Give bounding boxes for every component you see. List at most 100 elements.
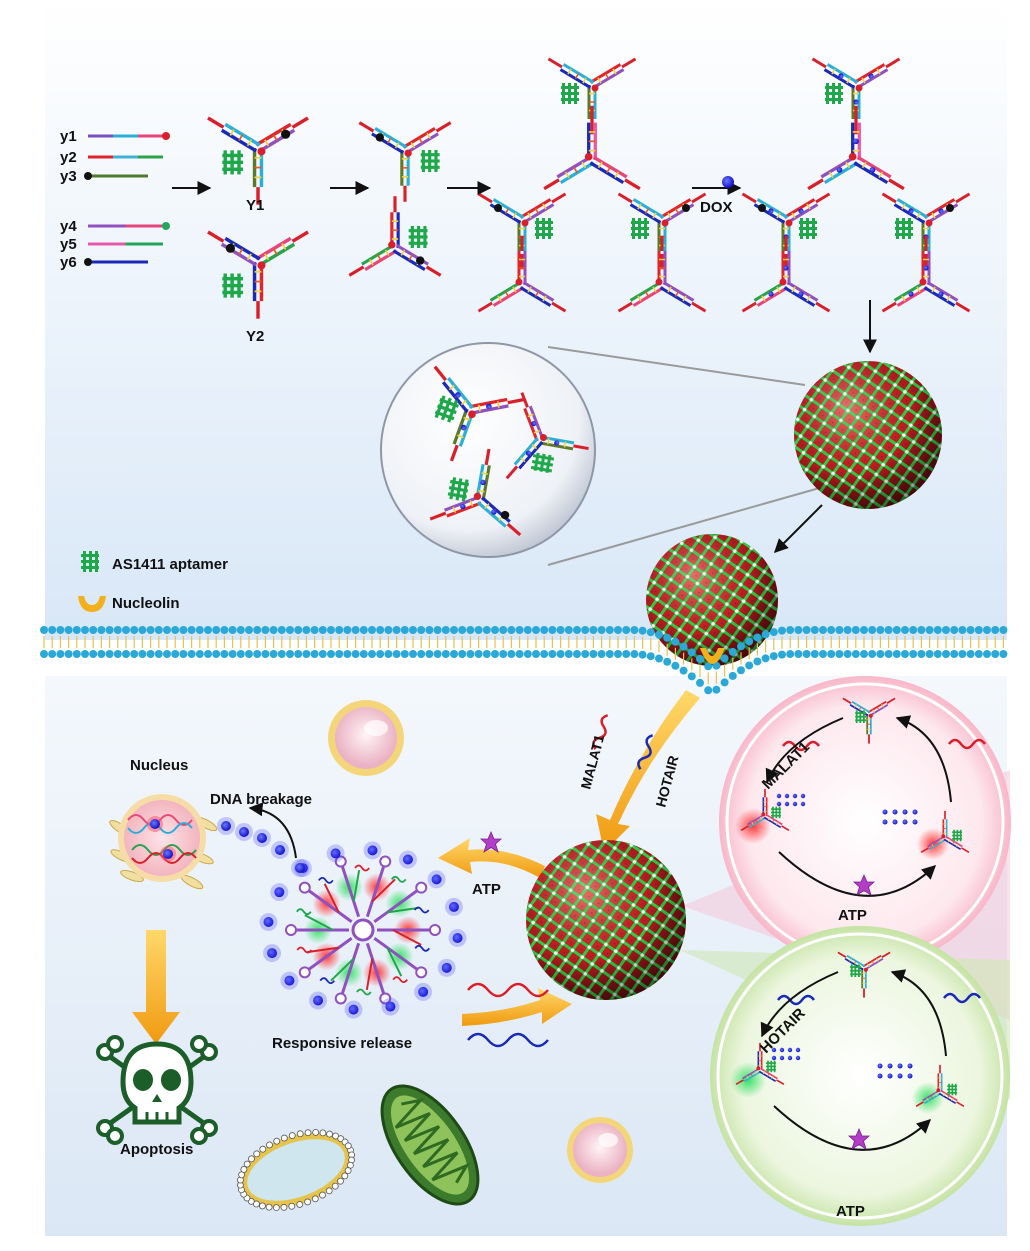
lipid-head	[253, 626, 262, 634]
dox-molecule	[431, 874, 442, 885]
duplex-strand	[492, 198, 525, 219]
junction-dot	[925, 219, 933, 227]
nanosphere-binding	[646, 534, 778, 666]
dox-molecule	[284, 975, 295, 986]
lipid-head	[48, 626, 57, 634]
sticky-end	[624, 178, 641, 191]
junction-dot	[848, 152, 857, 161]
sticky-end	[449, 444, 459, 462]
dox-glow	[398, 850, 417, 869]
nucleus	[109, 794, 218, 890]
released-arm	[339, 861, 361, 918]
aptamer-icon	[222, 273, 244, 298]
released-strand	[307, 946, 339, 954]
base-pair	[369, 259, 374, 266]
lipid-head	[113, 626, 122, 634]
dox-molecule	[768, 208, 774, 214]
base-pair	[762, 1070, 766, 1075]
base-pair	[682, 295, 687, 302]
lipid-head	[892, 626, 901, 634]
lipid-head	[280, 1134, 288, 1142]
duplex-strand	[441, 381, 469, 414]
dox-molecule	[792, 793, 798, 799]
dox-molecule	[554, 440, 560, 446]
base-pair	[246, 253, 252, 261]
dox-glow	[309, 991, 328, 1010]
dox-molecule	[795, 1055, 801, 1061]
duplex-strand	[862, 954, 882, 968]
duplex-strand	[523, 407, 539, 442]
duplex-strand	[556, 155, 592, 179]
base-pair	[527, 212, 532, 219]
sticky-end	[885, 57, 901, 69]
lipid-head	[417, 650, 426, 658]
sticky-end	[955, 192, 971, 204]
lipid-head	[72, 650, 81, 658]
zoomed-structure	[429, 365, 589, 537]
base-pair	[264, 253, 270, 261]
sticky-end	[888, 178, 905, 191]
aptamer-icon	[947, 1083, 958, 1096]
dox-loaded-network	[741, 57, 971, 313]
sticky-end	[920, 847, 929, 854]
lipid-head	[288, 1132, 296, 1139]
y-shape-dna	[617, 192, 707, 270]
lipid-head	[89, 626, 98, 634]
duplex-strand	[489, 281, 522, 302]
base-pair	[484, 503, 490, 509]
base-pair	[878, 171, 884, 179]
dox-molecule	[853, 99, 859, 105]
base-pair	[542, 203, 547, 210]
sticky-end	[815, 301, 831, 313]
lipid-head	[64, 650, 73, 658]
lipid-head	[392, 626, 401, 634]
base-pair	[272, 248, 278, 256]
sticky-end	[842, 697, 852, 704]
lipid-head	[154, 650, 163, 658]
lipid-head	[499, 650, 508, 658]
junction-dot	[785, 219, 793, 227]
sticky-end	[520, 392, 529, 408]
base-pair	[771, 1075, 774, 1080]
duplex-strand	[826, 63, 859, 84]
sticky-end	[881, 192, 897, 204]
lipid-head	[359, 650, 368, 658]
malat1-cycle: MALAT1 ATP	[719, 676, 1011, 968]
lipid-head	[228, 626, 237, 634]
sticky-end	[505, 465, 519, 480]
duplex-strand	[896, 286, 929, 307]
end-dot	[682, 204, 690, 212]
base-pair	[934, 1092, 938, 1097]
dox-molecule	[902, 819, 908, 825]
lipid-head	[343, 650, 352, 658]
junction-dot	[257, 147, 266, 156]
lipid-head	[40, 626, 48, 634]
dox-molecule	[882, 809, 888, 815]
aptamer-icon	[408, 225, 428, 248]
junction-dot	[863, 967, 868, 972]
lipid-head	[146, 650, 155, 658]
lipid-head	[851, 626, 860, 634]
lipid-head	[187, 626, 196, 634]
assembly-structures	[207, 57, 971, 319]
base-pair	[755, 819, 758, 823]
lipid-head	[868, 650, 877, 658]
dox-molecule	[771, 1047, 777, 1053]
hotair-cycle-circle	[710, 926, 1010, 1226]
lipid-head	[253, 1150, 261, 1158]
y-shape-dna	[735, 1042, 785, 1086]
duplex-strand	[258, 242, 296, 267]
lipid-head	[409, 626, 417, 634]
cell-membrane	[40, 626, 1008, 695]
lipid-head	[400, 650, 409, 658]
duplex-strand	[559, 68, 592, 89]
lipid-head	[548, 650, 557, 658]
base-pair	[901, 203, 906, 210]
lipid-head	[745, 637, 754, 646]
y-shape-dna	[429, 448, 522, 537]
lipid-head	[212, 650, 221, 658]
arm-end	[298, 881, 311, 894]
y-shape-dna	[741, 192, 831, 270]
arm-end	[429, 924, 441, 936]
y-shape-dna	[837, 951, 891, 998]
